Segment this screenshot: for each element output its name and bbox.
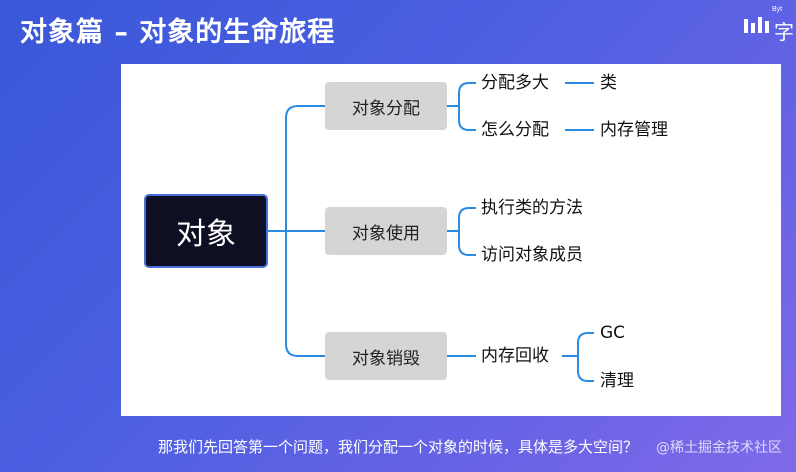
mindmap-connectors: [268, 82, 594, 382]
mindmap-canvas: 对象 对象分配 对象使用 对象销毁 分配多大 类 怎么分配 内存管理 执行类的方…: [121, 64, 781, 416]
leaf-class: 类: [600, 73, 617, 93]
leaf-alloc-method: 怎么分配: [481, 120, 549, 140]
leaf-memory-recycle: 内存回收: [481, 346, 549, 366]
slide-title: 对象篇 – 对象的生命旅程: [20, 17, 336, 48]
connector-alloc-kids: [458, 82, 476, 131]
leaf-cleanup: 清理: [600, 371, 634, 391]
leaf-access-object-member: 访问对象成员: [481, 245, 583, 265]
leaf-memory-management: 内存管理: [600, 120, 668, 140]
logo-bars-icon: [744, 17, 769, 33]
connector-use-kids: [458, 207, 476, 256]
mindmap-root-node: 对象: [144, 194, 268, 268]
leaf-execute-class-method: 执行类的方法: [481, 198, 583, 218]
branch-node-usage: 对象使用: [325, 207, 447, 255]
video-subtitle: 那我们先回答第一个问题，我们分配一个对象的时候，具体是多大空间？: [157, 438, 638, 456]
logo-text-small: Byt: [772, 6, 783, 13]
branch-node-allocation: 对象分配: [325, 82, 447, 130]
watermark-text: @稀土掘金技术社区: [656, 440, 782, 456]
branch-node-destruction: 对象销毁: [325, 332, 447, 380]
leaf-alloc-size: 分配多大: [481, 73, 549, 93]
leaf-gc: GC: [600, 323, 626, 343]
logo-text-char: 字: [774, 20, 794, 44]
bytedance-logo: Byt 字: [744, 6, 796, 46]
connector-recycle-kids: [577, 332, 594, 382]
